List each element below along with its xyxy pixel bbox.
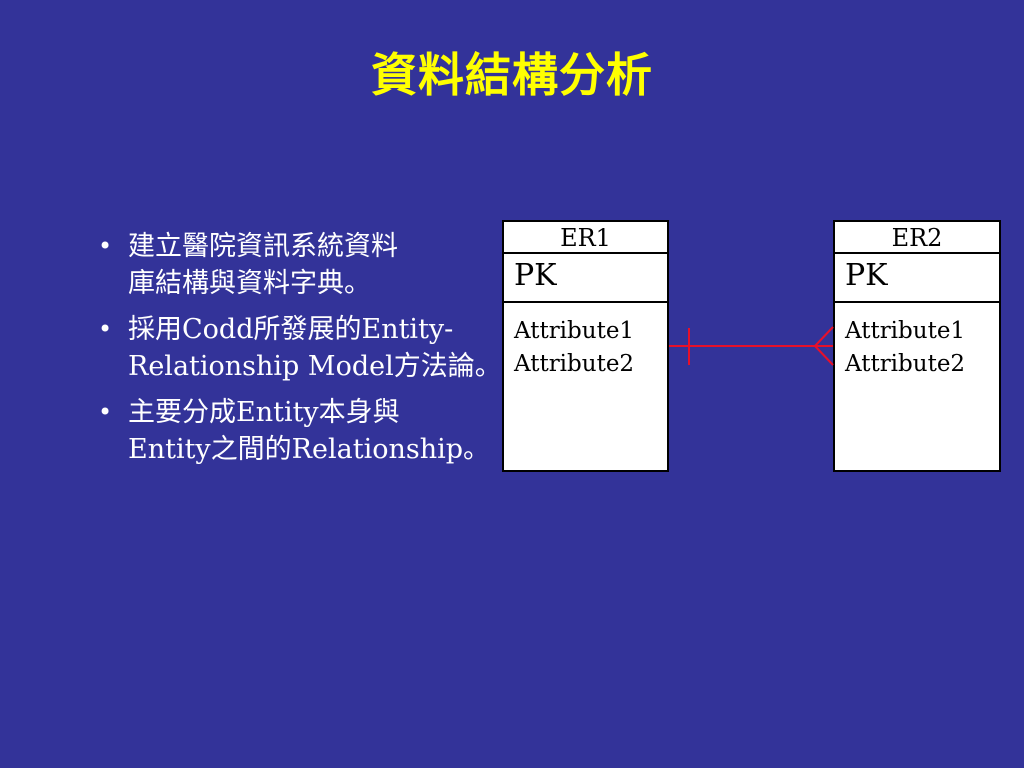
entity-attribute: Attribute2 [514, 351, 635, 377]
entity-name: ER1 [504, 222, 667, 254]
bullet-text-line: Entity之間的Relationship。 [128, 434, 491, 465]
bullet-text-line: 建立醫院資訊系統資料 [128, 231, 398, 262]
bullet-text-line: 庫結構與資料字典。 [128, 268, 371, 299]
entity-box-er2: ER2 PK Attribute1 Attribute2 [833, 220, 1001, 472]
bullet-list: • 建立醫院資訊系統資料 庫結構與資料字典。 • 採用Codd所發展的Entit… [98, 228, 502, 477]
entity-attribute: Attribute1 [514, 318, 635, 344]
crows-foot-lower-icon [814, 345, 834, 366]
bullet-dot-icon: • [98, 315, 113, 343]
bullet-item: • 採用Codd所發展的Entity- Relationship Model方法… [98, 311, 502, 385]
entity-attribute: Attribute1 [845, 318, 966, 344]
entity-primary-key: PK [504, 254, 667, 303]
bullet-text-line: Relationship Model方法論。 [128, 351, 502, 382]
entity-name: ER2 [835, 222, 999, 254]
relationship-line [669, 326, 834, 366]
slide-title: 資料結構分析 [371, 48, 653, 102]
entity-box-er1: ER1 PK Attribute1 Attribute2 [502, 220, 669, 472]
bullet-text-line: 採用Codd所發展的Entity- [128, 314, 454, 345]
entity-attributes: Attribute1 Attribute2 [504, 303, 667, 381]
entity-attribute: Attribute2 [845, 351, 966, 377]
bullet-dot-icon: • [98, 232, 113, 260]
bullet-item: • 建立醫院資訊系統資料 庫結構與資料字典。 [98, 228, 498, 302]
bullet-text-line: 主要分成Entity本身與 [128, 397, 400, 428]
bullet-item: • 主要分成Entity本身與 Entity之間的Relationship。 [98, 394, 498, 468]
entity-primary-key: PK [835, 254, 999, 303]
crows-foot-upper-icon [814, 326, 834, 347]
entity-attributes: Attribute1 Attribute2 [835, 303, 999, 381]
bullet-dot-icon: • [98, 398, 113, 426]
